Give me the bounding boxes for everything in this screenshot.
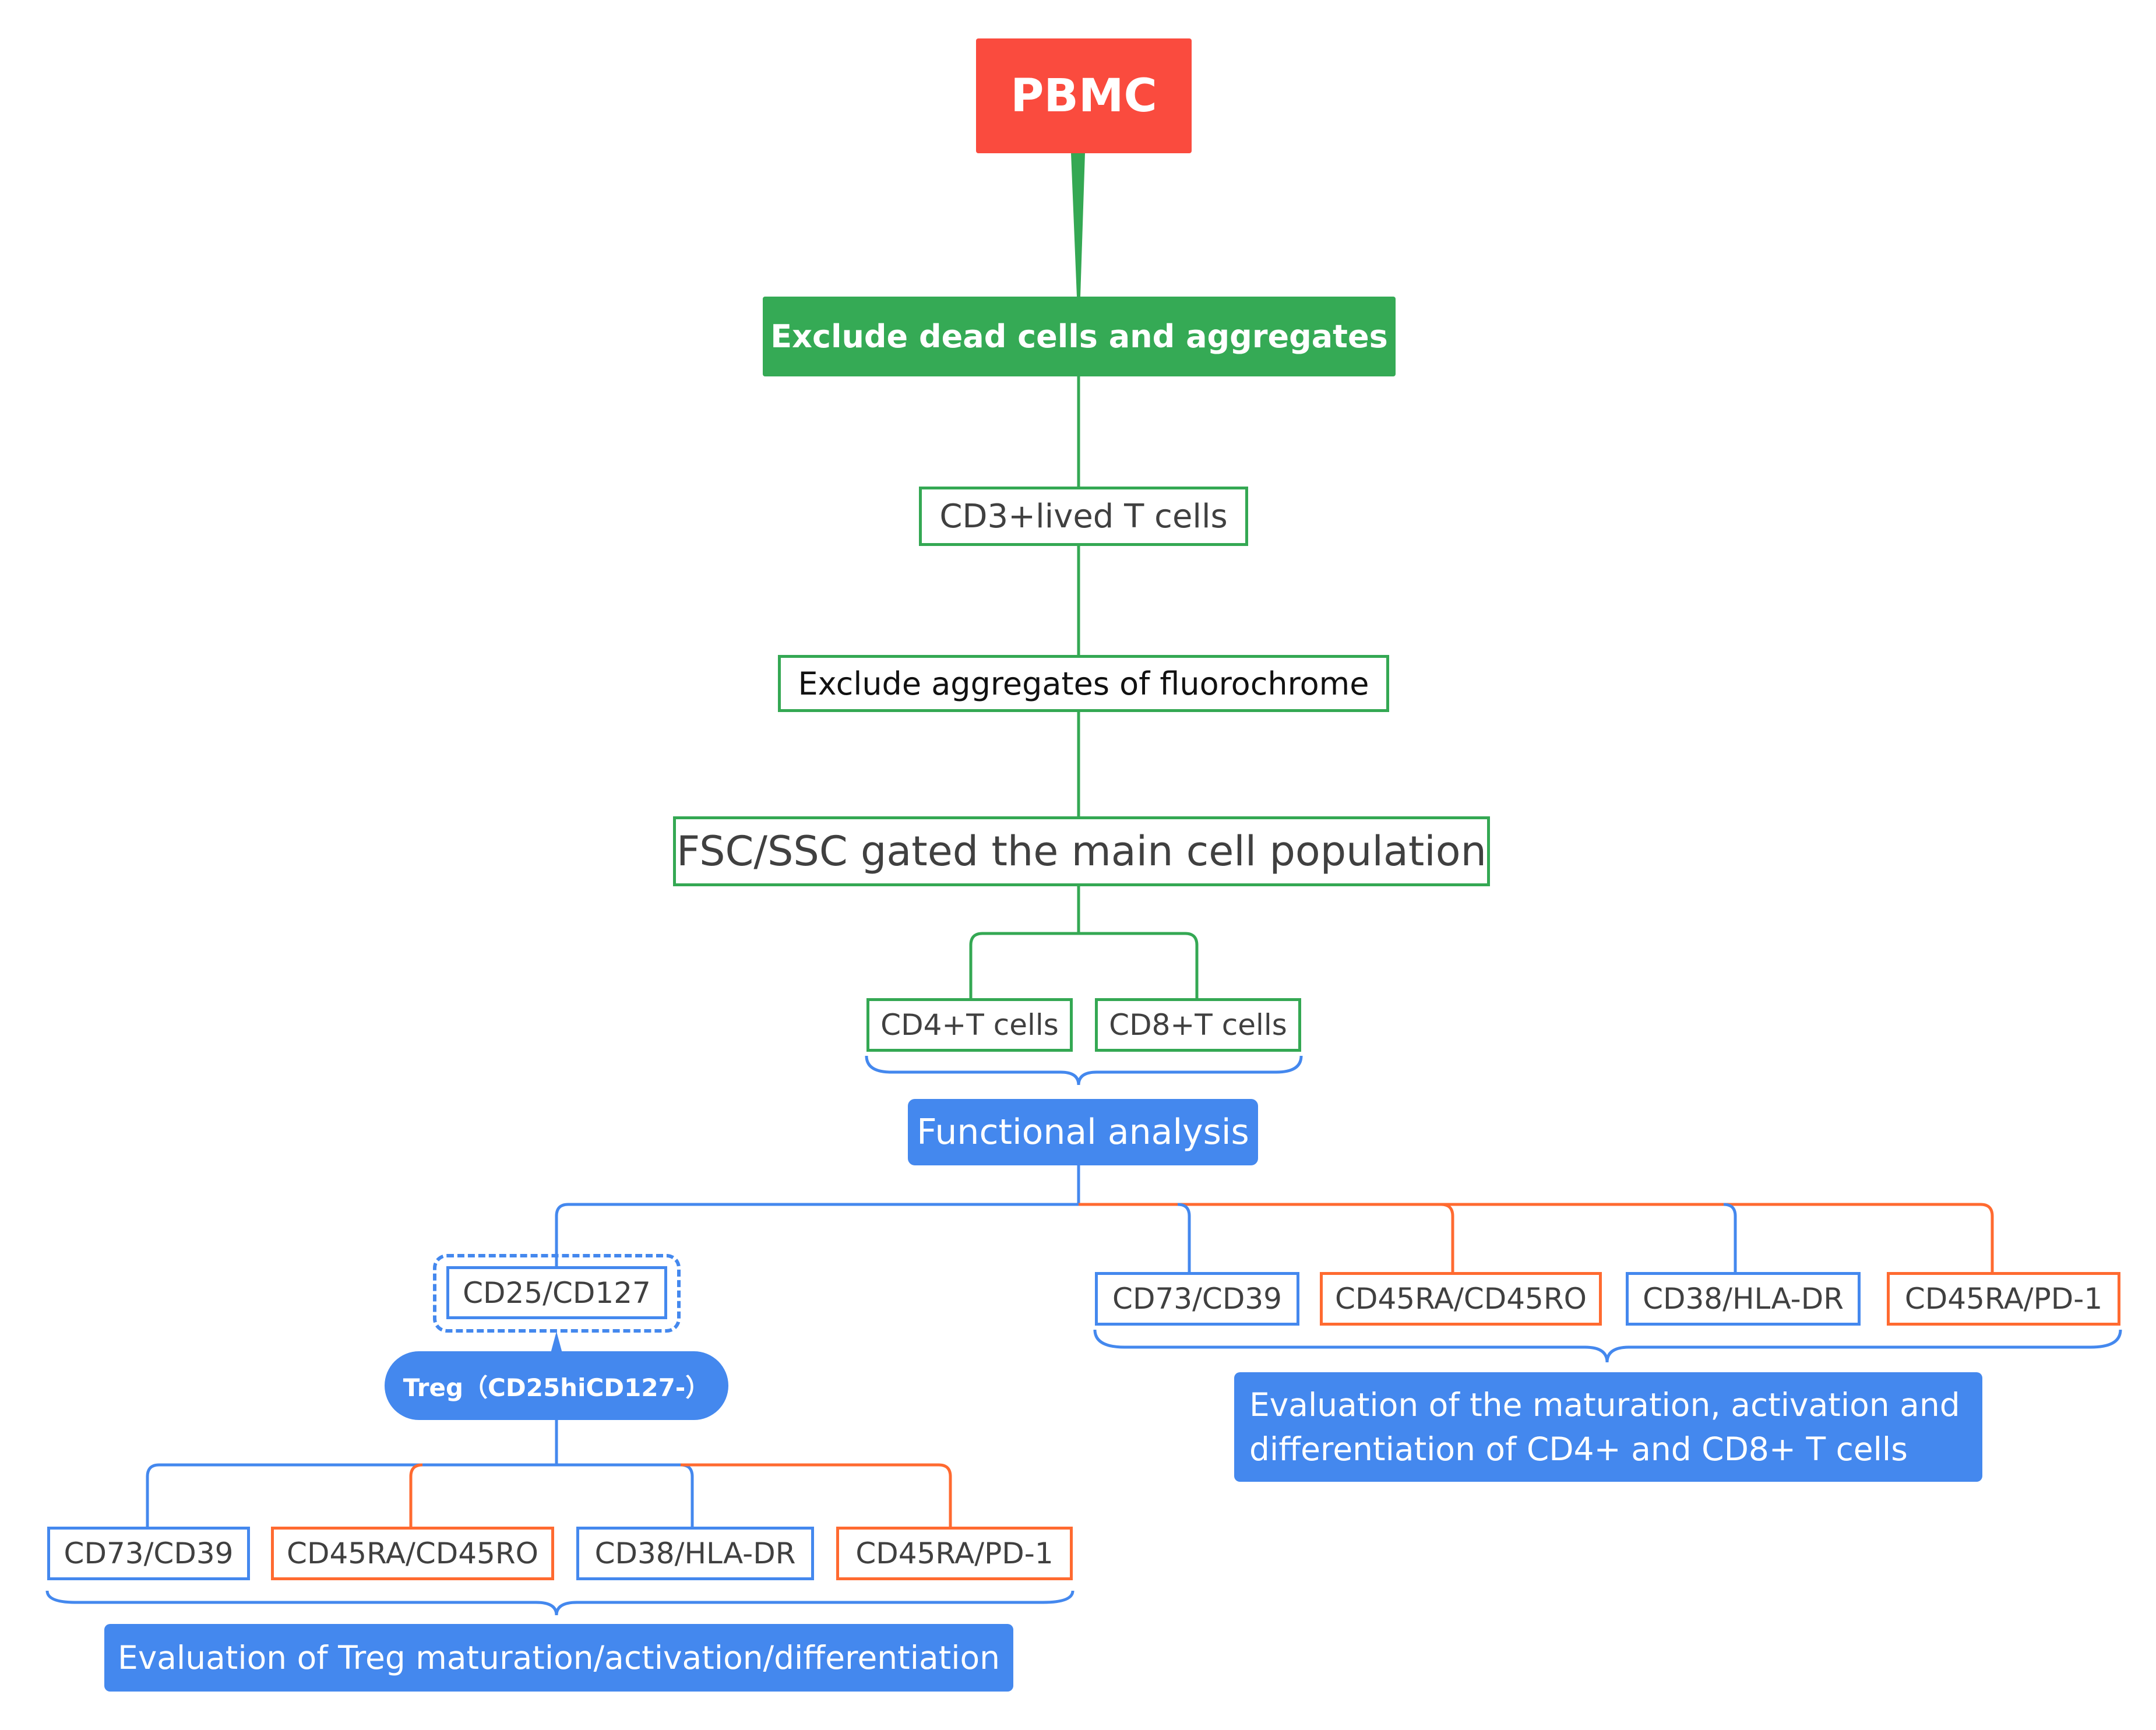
- treg-marker-cd38-hla-dr[interactable]: CD38/HLA-DR: [576, 1527, 814, 1580]
- connector-treg-to-orange-markers: [409, 1463, 952, 1528]
- tcell-marker-cd73-cd39[interactable]: CD73/CD39: [1095, 1272, 1299, 1326]
- connector-to-tcell-cd38: [1723, 1203, 1737, 1273]
- treg-callout[interactable]: Treg（CD25hiCD127-）: [385, 1351, 728, 1420]
- treg-evaluation-summary[interactable]: Evaluation of Treg maturation/activation…: [104, 1624, 1013, 1692]
- treg-marker-cd73-cd39[interactable]: CD73/CD39: [47, 1527, 250, 1580]
- connector-fsc-to-subsets: [969, 886, 1199, 999]
- gating-label: CD3+lived T cells: [939, 497, 1228, 535]
- marker-label: CD73/CD39: [1112, 1282, 1282, 1316]
- tcell-evaluation-summary[interactable]: Evaluation of the maturation, activation…: [1234, 1372, 1982, 1482]
- gating-node-fsc-ssc[interactable]: FSC/SSC gated the main cell population: [673, 816, 1490, 886]
- functional-analysis-node[interactable]: Functional analysis: [908, 1099, 1258, 1165]
- treg-callout-pointer: [551, 1331, 562, 1353]
- gating-label: Exclude dead cells and aggregates: [770, 318, 1388, 355]
- brace-subsets: [865, 1055, 1303, 1086]
- gating-label: Exclude aggregates of fluorochrome: [798, 665, 1369, 702]
- treg-gate-selection-outline: [433, 1254, 681, 1333]
- gating-node-exclude-dead[interactable]: Exclude dead cells and aggregates: [763, 297, 1396, 376]
- tcell-summary-label: Evaluation of the maturation, activation…: [1249, 1386, 1960, 1468]
- treg-gate-label: CD25/CD127: [463, 1276, 651, 1310]
- subset-node-cd4[interactable]: CD4+T cells: [866, 998, 1073, 1052]
- tcell-marker-cd45ra-cd45ro[interactable]: CD45RA/CD45RO: [1320, 1272, 1602, 1326]
- marker-label: CD73/CD39: [64, 1537, 234, 1570]
- functional-label: Functional analysis: [917, 1112, 1249, 1153]
- tcell-marker-cd45ra-pd1[interactable]: CD45RA/PD-1: [1887, 1272, 2120, 1326]
- subset-label: CD4+T cells: [880, 1008, 1059, 1042]
- subset-node-cd8[interactable]: CD8+T cells: [1095, 998, 1301, 1052]
- treg-callout-label: Treg（CD25hiCD127-）: [403, 1373, 710, 1402]
- treg-marker-cd45ra-pd1[interactable]: CD45RA/PD-1: [836, 1527, 1073, 1580]
- gating-node-exclude-fluorochrome[interactable]: Exclude aggregates of fluorochrome: [778, 655, 1389, 712]
- marker-label: CD45RA/PD-1: [855, 1537, 1054, 1570]
- root-connector: [1071, 153, 1085, 297]
- marker-label: CD45RA/CD45RO: [287, 1537, 538, 1570]
- marker-label: CD38/HLA-DR: [1643, 1282, 1844, 1316]
- marker-label: CD38/HLA-DR: [594, 1537, 796, 1570]
- treg-summary-label: Evaluation of Treg maturation/activation…: [117, 1639, 1001, 1676]
- connector-to-tcell-cd45ro: [1440, 1203, 1454, 1273]
- subset-label: CD8+T cells: [1109, 1008, 1287, 1042]
- gating-label: FSC/SSC gated the main cell population: [677, 827, 1486, 875]
- root-node-pbmc[interactable]: PBMC: [976, 38, 1192, 153]
- connector-to-tcell-cd73: [1177, 1203, 1191, 1273]
- connector-functional-to-tcell-markers: [1079, 1203, 1994, 1273]
- connector-treg-to-markers: [146, 1420, 694, 1528]
- marker-label: CD45RA/CD45RO: [1335, 1282, 1587, 1316]
- root-label: PBMC: [1010, 69, 1157, 122]
- treg-gate-node[interactable]: CD25/CD127: [446, 1266, 667, 1319]
- gating-node-cd3[interactable]: CD3+lived T cells: [919, 487, 1248, 546]
- treg-marker-cd45ra-cd45ro[interactable]: CD45RA/CD45RO: [271, 1527, 554, 1580]
- brace-treg-markers: [45, 1590, 1075, 1616]
- brace-tcell-markers: [1093, 1329, 2122, 1363]
- tcell-marker-cd38-hla-dr[interactable]: CD38/HLA-DR: [1626, 1272, 1861, 1326]
- connector-functional-to-treg: [555, 1165, 1080, 1266]
- marker-label: CD45RA/PD-1: [1904, 1282, 2103, 1316]
